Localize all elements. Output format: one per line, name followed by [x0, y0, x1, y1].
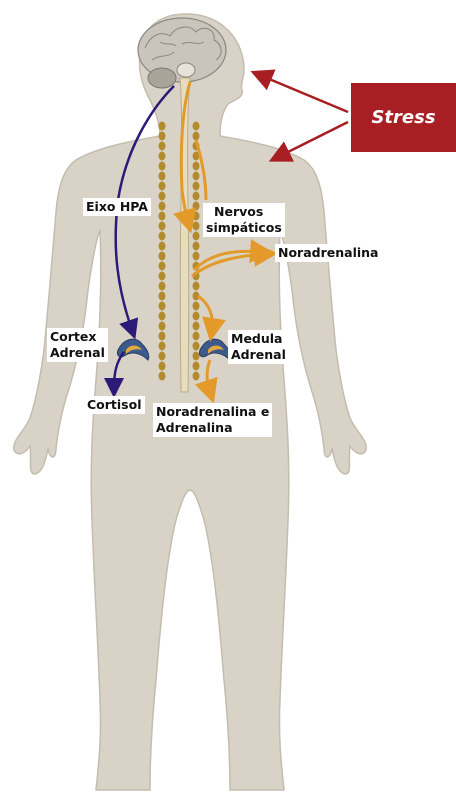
label-noradrenalina-adrenalina: Noradrenalina e Adrenalina [153, 403, 272, 437]
stress-arrow-upper [262, 76, 348, 112]
hypothalamus [177, 63, 195, 77]
stress-box: Stress [351, 83, 456, 152]
label-nervos-simpaticos: Nervos simpáticos [203, 203, 285, 237]
label-eixo-hpa: Eixo HPA [83, 198, 151, 216]
label-cortisol: Cortisol [84, 396, 145, 414]
cerebellum [148, 68, 176, 88]
label-noradrenalina: Noradrenalina [275, 244, 381, 262]
label-cortex-adrenal: Cortex Adrenal [47, 328, 108, 362]
label-medula-adrenal: Medula Adrenal [228, 330, 289, 364]
stress-label: Stress [371, 107, 435, 128]
body-silhouette [14, 14, 366, 790]
stress-arrow-lower [280, 122, 348, 156]
